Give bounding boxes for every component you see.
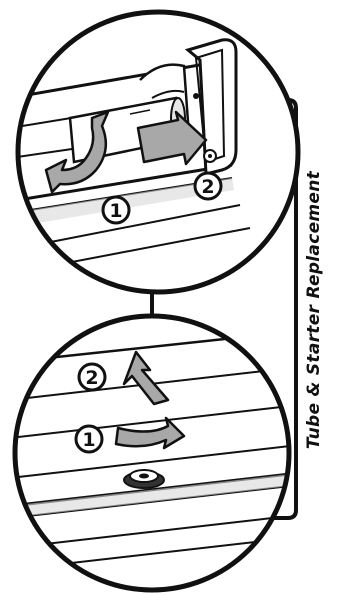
caption-bracket (236, 98, 298, 520)
step-badge-top-1: 1 (101, 195, 131, 225)
pull-arrow-icon (136, 110, 208, 166)
step-badge-top-2: 2 (193, 171, 223, 201)
step-number: 2 (85, 367, 98, 389)
bottom-detail-circle (12, 313, 292, 593)
starter-icon (123, 469, 165, 489)
turn-arrow-icon (114, 416, 186, 450)
pull-up-arrow-icon (122, 350, 170, 406)
step-badge-bottom-2: 2 (77, 362, 107, 392)
step-number: 1 (82, 429, 95, 451)
step-badge-bottom-1: 1 (74, 424, 104, 454)
caption-container: Tube & Starter Replacement (292, 110, 336, 510)
rotate-arrow-icon (44, 110, 110, 194)
step-number: 2 (201, 176, 214, 198)
caption-text: Tube & Starter Replacement (304, 170, 324, 450)
step-number: 1 (109, 200, 122, 222)
